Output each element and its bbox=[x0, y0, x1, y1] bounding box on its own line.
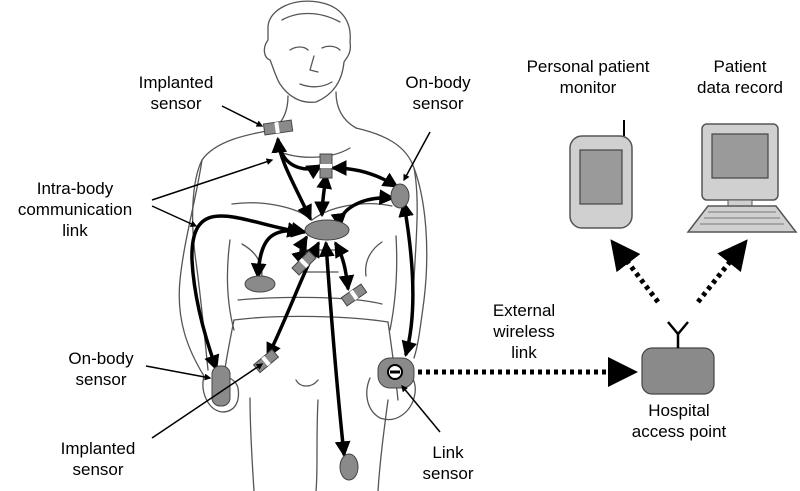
label-line: sensor bbox=[72, 460, 124, 479]
label-line: Link bbox=[432, 443, 464, 462]
onbody-sensor-abdomen bbox=[244, 275, 276, 293]
label-line: Intra-body bbox=[36, 179, 114, 198]
label-patient-record: Patient data record bbox=[684, 56, 796, 98]
ap-to-record-link bbox=[696, 239, 748, 304]
patient-record-computer bbox=[686, 123, 798, 233]
label-personal-monitor: Personal patient monitor bbox=[518, 56, 658, 98]
hospital-access-point bbox=[641, 321, 715, 395]
label-onbody-sensor-top: On-body sensor bbox=[398, 72, 478, 114]
label-hospital-access-point: Hospital access point bbox=[624, 400, 734, 442]
legs-outline bbox=[249, 397, 389, 491]
label-line: Hospital bbox=[648, 401, 710, 420]
personal-monitor-device bbox=[569, 120, 633, 229]
label-line: sensor bbox=[75, 370, 127, 389]
onbody-sensor-shoulder bbox=[390, 183, 410, 209]
central-sensor bbox=[304, 219, 350, 241]
left-hand bbox=[202, 375, 240, 413]
label-line: On-body bbox=[68, 349, 134, 368]
label-implanted-sensor-bottom: Implanted sensor bbox=[48, 438, 148, 480]
head-outline bbox=[263, 0, 352, 103]
label-line: sensor bbox=[422, 464, 474, 483]
label-line: data record bbox=[697, 78, 783, 97]
leader-lines bbox=[145, 105, 441, 439]
label-line: Patient bbox=[713, 57, 767, 76]
label-line: monitor bbox=[559, 78, 617, 97]
label-line: link bbox=[62, 221, 88, 240]
label-line: Implanted bbox=[138, 73, 214, 92]
label-line: Implanted bbox=[60, 439, 136, 458]
label-line: On-body bbox=[405, 73, 471, 92]
label-link-sensor: Link sensor bbox=[418, 442, 478, 484]
torso-outline bbox=[191, 127, 418, 371]
label-line: access point bbox=[631, 422, 727, 441]
label-line: External bbox=[492, 301, 556, 320]
onbody-sensor-thigh bbox=[339, 453, 359, 481]
label-intra-body-link: Intra-body communication link bbox=[10, 178, 140, 241]
label-line: sensor bbox=[412, 94, 464, 113]
label-line: link bbox=[511, 343, 537, 362]
label-line: wireless bbox=[493, 322, 555, 341]
sensors bbox=[211, 119, 415, 481]
label-line: Personal patient bbox=[526, 57, 650, 76]
label-line: communication bbox=[17, 200, 133, 219]
ap-to-monitor-link bbox=[610, 239, 660, 304]
label-onbody-sensor-left: On-body sensor bbox=[56, 348, 146, 390]
label-implanted-sensor-top: Implanted sensor bbox=[126, 72, 226, 114]
waist-outline bbox=[233, 296, 389, 323]
label-line: sensor bbox=[150, 94, 202, 113]
label-external-wireless-link: External wireless link bbox=[484, 300, 564, 363]
onbody-sensor-forearm bbox=[211, 365, 231, 407]
